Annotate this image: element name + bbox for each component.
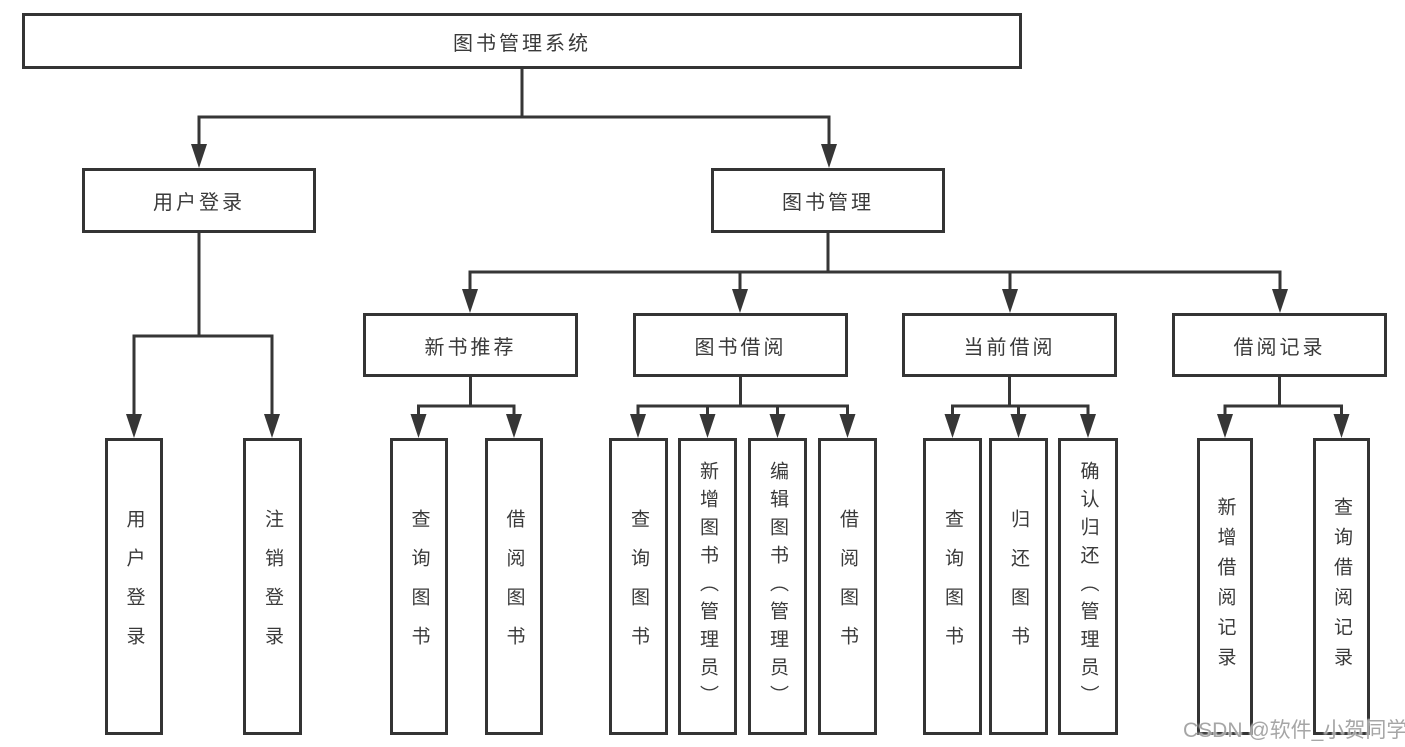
node-borrowing-records: 借阅记录	[1172, 313, 1387, 377]
leaf-query-borrow-record: 查询借阅记录	[1313, 438, 1370, 735]
leaf-user-login: 用户登录	[105, 438, 163, 735]
connector-user-login-to-leaves	[126, 233, 280, 438]
arrow-down-icon	[410, 414, 427, 438]
arrow-down-icon	[191, 144, 207, 168]
node-label: 图书借阅	[694, 336, 787, 359]
node-label: 图书管理系统	[453, 32, 591, 55]
arrow-down-icon	[126, 414, 142, 438]
arrow-down-icon	[699, 414, 716, 438]
node-label: 借阅记录	[1233, 336, 1326, 359]
node-book-borrowing: 图书借阅	[633, 313, 848, 377]
leaf-label: 编辑图书（管理员）	[767, 460, 788, 713]
leaf-logout: 注销登录	[243, 438, 302, 735]
leaf-label: 查询图书	[628, 508, 649, 665]
arrow-down-icon	[1002, 289, 1018, 313]
leaf-confirm-return-admin: 确认归还（管理员）	[1058, 438, 1118, 735]
leaf-label: 借阅图书	[837, 508, 858, 665]
leaf-label: 查询借阅记录	[1331, 496, 1352, 677]
arrow-down-icon	[1080, 414, 1096, 438]
node-label: 用户登录	[153, 192, 245, 214]
arrow-down-icon	[506, 414, 522, 438]
arrow-down-icon	[264, 414, 280, 438]
leaf-query-books-current: 查询图书	[923, 438, 982, 735]
node-current-borrowing: 当前借阅	[902, 313, 1117, 377]
node-book-management: 图书管理	[711, 168, 945, 233]
arrow-down-icon	[1217, 414, 1233, 438]
leaf-query-books-borrowing: 查询图书	[609, 438, 668, 735]
arrow-down-icon	[839, 414, 856, 438]
node-user-login: 用户登录	[82, 168, 316, 233]
arrow-down-icon	[630, 414, 646, 438]
arrow-down-icon	[944, 414, 961, 438]
node-label: 图书管理	[782, 192, 874, 214]
leaf-query-books-recommend: 查询图书	[390, 438, 448, 735]
arrow-down-icon	[1272, 289, 1288, 313]
leaf-label: 查询图书	[408, 508, 430, 665]
arrow-down-icon	[462, 289, 478, 313]
leaf-borrow-books-recommend: 借阅图书	[485, 438, 543, 735]
node-label: 新书推荐	[424, 336, 517, 359]
connector-borrowing-records-to-leaves	[1217, 377, 1350, 438]
arrow-down-icon	[1333, 414, 1350, 438]
leaf-label: 新增借阅记录	[1214, 496, 1236, 677]
leaf-label: 查询图书	[942, 508, 963, 665]
connector-current-borrowing-to-leaves	[944, 377, 1096, 438]
leaf-label: 用户登录	[123, 508, 145, 665]
arrow-down-icon	[821, 144, 837, 168]
leaf-label: 注销登录	[262, 508, 283, 665]
node-library-management-system: 图书管理系统	[22, 13, 1022, 69]
leaf-label: 归还图书	[1008, 508, 1029, 665]
arrow-down-icon	[1010, 414, 1027, 438]
leaf-label: 新增图书（管理员）	[697, 460, 718, 713]
leaf-label: 借阅图书	[503, 508, 525, 665]
csdn-watermark: CSDN @软件_小贺同学	[1183, 719, 1405, 742]
connector-root-to-level2	[191, 69, 837, 168]
leaf-add-books-admin: 新增图书（管理员）	[678, 438, 737, 735]
connector-book-management-to-level3	[462, 233, 1288, 313]
leaf-add-borrow-record: 新增借阅记录	[1197, 438, 1253, 735]
leaf-return-books: 归还图书	[989, 438, 1048, 735]
leaf-label: 确认归还（管理员）	[1077, 460, 1099, 713]
arrow-down-icon	[769, 414, 786, 438]
leaf-borrow-books-borrowing: 借阅图书	[818, 438, 877, 735]
node-new-book-recommendation: 新书推荐	[363, 313, 578, 377]
leaf-edit-books-admin: 编辑图书（管理员）	[748, 438, 807, 735]
arrow-down-icon	[732, 289, 748, 313]
connector-new-book-recommendation-to-leaves	[410, 377, 522, 438]
node-label: 当前借阅	[963, 336, 1056, 359]
connector-book-borrowing-to-leaves	[630, 377, 856, 438]
